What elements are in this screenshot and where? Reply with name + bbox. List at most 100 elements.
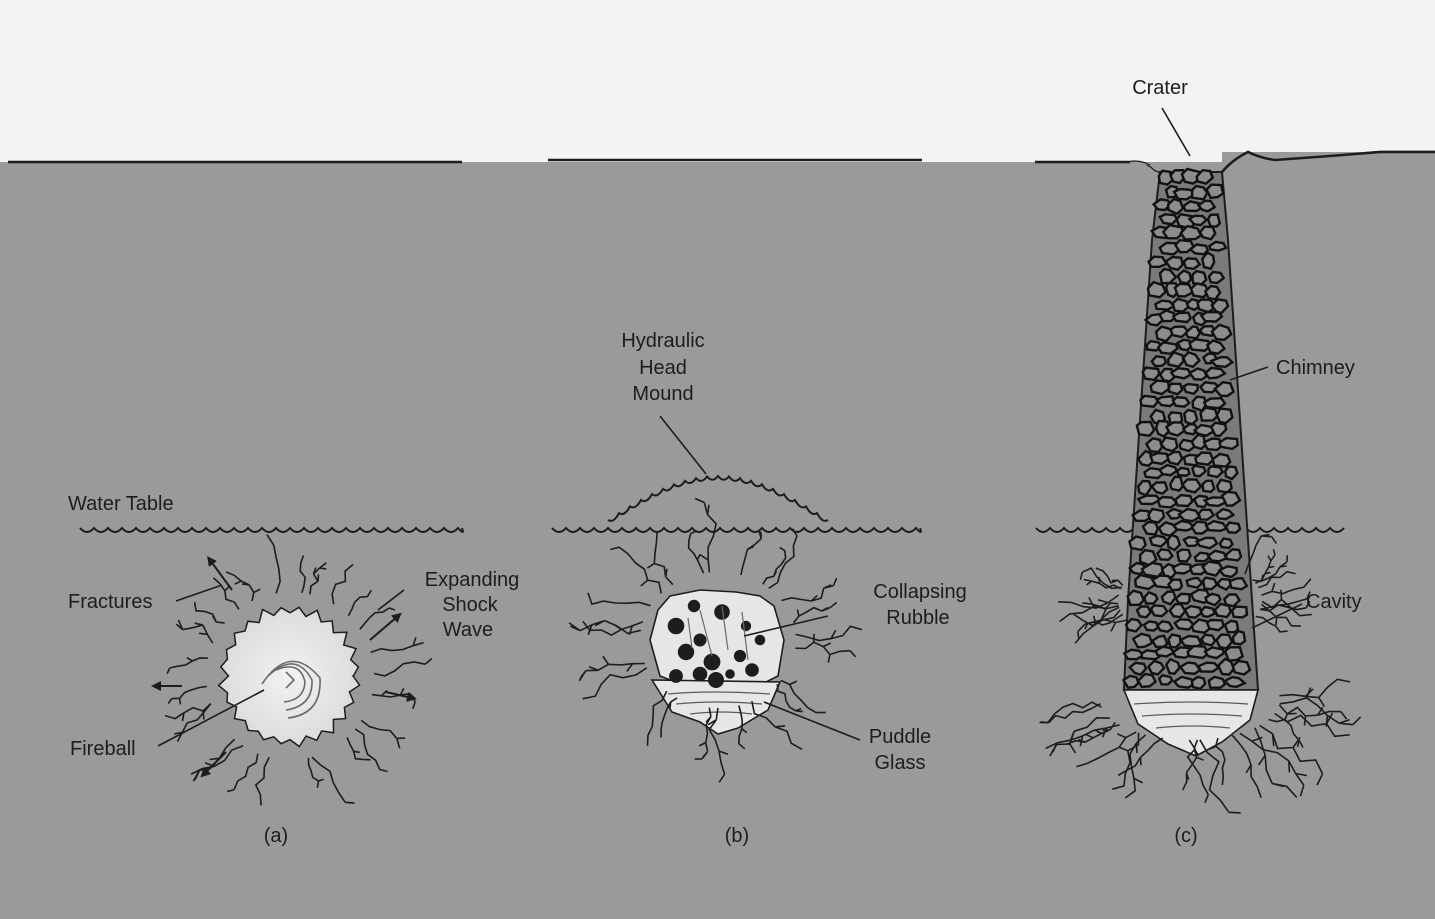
chimney-rubble-block [1232, 607, 1247, 618]
chimney-rubble-block [1203, 562, 1222, 576]
chimney-rubble-block [1123, 676, 1138, 688]
rubble-chunk [694, 634, 706, 646]
chimney-rubble-block [1175, 619, 1194, 629]
rubble-chunk [741, 621, 750, 630]
chimney-rubble-block [1148, 509, 1164, 523]
chimney-rubble-block [1195, 553, 1209, 562]
expanding-label-3: Wave [443, 619, 493, 641]
chimney-rubble-block [1201, 312, 1222, 322]
chimney-rubble-block [1170, 604, 1185, 617]
chimney-rubble-block [1177, 468, 1189, 476]
caption-b: (b) [725, 825, 749, 847]
chimney-rubble-block [1206, 521, 1227, 531]
hydraulic-label-1: Hydraulic [621, 330, 704, 352]
chimney-rubble-block [1151, 605, 1167, 616]
chimney-rubble-block [1208, 466, 1222, 477]
chimney-rubble-block [1226, 523, 1240, 533]
chimney-rubble-block [1158, 497, 1177, 507]
rubble-chunk [688, 600, 699, 611]
chimney-rubble-block [1173, 564, 1192, 574]
chimney-rubble-block [1144, 592, 1157, 603]
chimney-rubble-block [1173, 313, 1190, 322]
chimney-rubble-block [1195, 453, 1213, 465]
chimney-rubble-block [1233, 661, 1250, 675]
chimney-rubble-block [1217, 480, 1231, 493]
chimney-rubble-block [1200, 227, 1215, 240]
caption-c: (c) [1174, 825, 1197, 847]
chimney-rubble-block [1169, 384, 1182, 395]
chimney-rubble-block [1206, 594, 1221, 605]
chimney-rubble-block [1215, 604, 1231, 617]
rubble-chunk [746, 664, 759, 677]
chimney-rubble-block [1199, 510, 1214, 520]
cavity-label: Cavity [1306, 591, 1362, 613]
chimney-rubble-block [1141, 396, 1159, 407]
chimney-rubble-block [1128, 591, 1144, 605]
chimney-rubble-block [1205, 286, 1220, 299]
chimney-rubble-block [1167, 452, 1182, 464]
chimney-rubble-block [1151, 381, 1169, 395]
water-table-label: Water Table [68, 493, 174, 515]
chimney-rubble-block [1149, 257, 1167, 267]
chimney-label: Chimney [1276, 357, 1355, 379]
chimney-rubble-block [1130, 537, 1146, 550]
chimney-rubble-block [1137, 606, 1151, 617]
chimney-rubble-block [1173, 397, 1189, 406]
caption-a: (a) [264, 825, 288, 847]
chimney-rubble-block [1160, 214, 1177, 224]
chimney-rubble-block [1168, 535, 1180, 550]
chimney-rubble-block [1157, 549, 1172, 559]
chimney-rubble-block [1230, 578, 1247, 589]
chimney-rubble-block [1205, 648, 1224, 659]
chimney-rubble-block [1211, 357, 1232, 367]
chimney-rubble-block [1225, 621, 1238, 632]
chimney-rubble-block [1181, 226, 1201, 240]
rubble-chunk [734, 650, 745, 661]
chimney-rubble-block [1201, 408, 1218, 421]
fractures-label: Fractures [68, 591, 152, 613]
chimney-rubble-block [1175, 284, 1193, 297]
expanding-label-1: Expanding [425, 569, 520, 591]
chimney-rubble-block [1213, 454, 1231, 467]
chimney-rubble-block [1199, 663, 1219, 672]
rubble-chunk [693, 667, 707, 681]
rubble-chunk [704, 654, 720, 670]
hydraulic-label-3: Mound [632, 383, 693, 405]
rubble-chunk [726, 670, 735, 679]
collapsing-label-2: Rubble [886, 607, 949, 629]
chimney-rubble-block [1187, 578, 1202, 588]
chimney-rubble-block [1138, 496, 1159, 505]
puddle-label-2: Glass [874, 752, 925, 774]
chimney-rubble-block [1222, 492, 1240, 506]
chimney-rubble-block [1190, 369, 1207, 380]
chimney-rubble-block [1192, 522, 1208, 534]
chimney-rubble-block [1220, 538, 1232, 548]
chimney-rubble-block [1156, 647, 1175, 657]
chimney-rubble-block [1159, 675, 1172, 684]
chimney-rubble-block [1178, 271, 1191, 284]
puddle-label-1: Puddle [869, 726, 931, 748]
chimney-rubble-block [1192, 186, 1207, 199]
chimney-rubble-block [1207, 185, 1224, 198]
rubble-chunk [670, 670, 683, 683]
chimney-rubble-block [1133, 634, 1152, 648]
chimney-rubble-block [1146, 438, 1162, 452]
chimney-rubble-block [1209, 242, 1226, 251]
chimney-rubble-block [1192, 677, 1205, 689]
rubble-chunk [709, 673, 724, 688]
chimney-rubble-block [1220, 438, 1238, 449]
chimney-rubble-block [1183, 479, 1201, 492]
chimney-rubble-block [1184, 410, 1197, 424]
chimney-rubble-block [1157, 621, 1172, 631]
rubble-chunk [668, 618, 684, 634]
chimney-rubble-block [1209, 677, 1225, 688]
chimney-rubble-block [1163, 225, 1183, 238]
chimney-rubble-block [1148, 282, 1166, 297]
chimney-rubble-block [1171, 368, 1191, 378]
chimney-rubble-block [1169, 635, 1181, 648]
hydraulic-label-2: Head [639, 357, 687, 379]
chimney-rubble-block [1143, 522, 1158, 534]
chimney-rubble-block [1202, 253, 1214, 269]
